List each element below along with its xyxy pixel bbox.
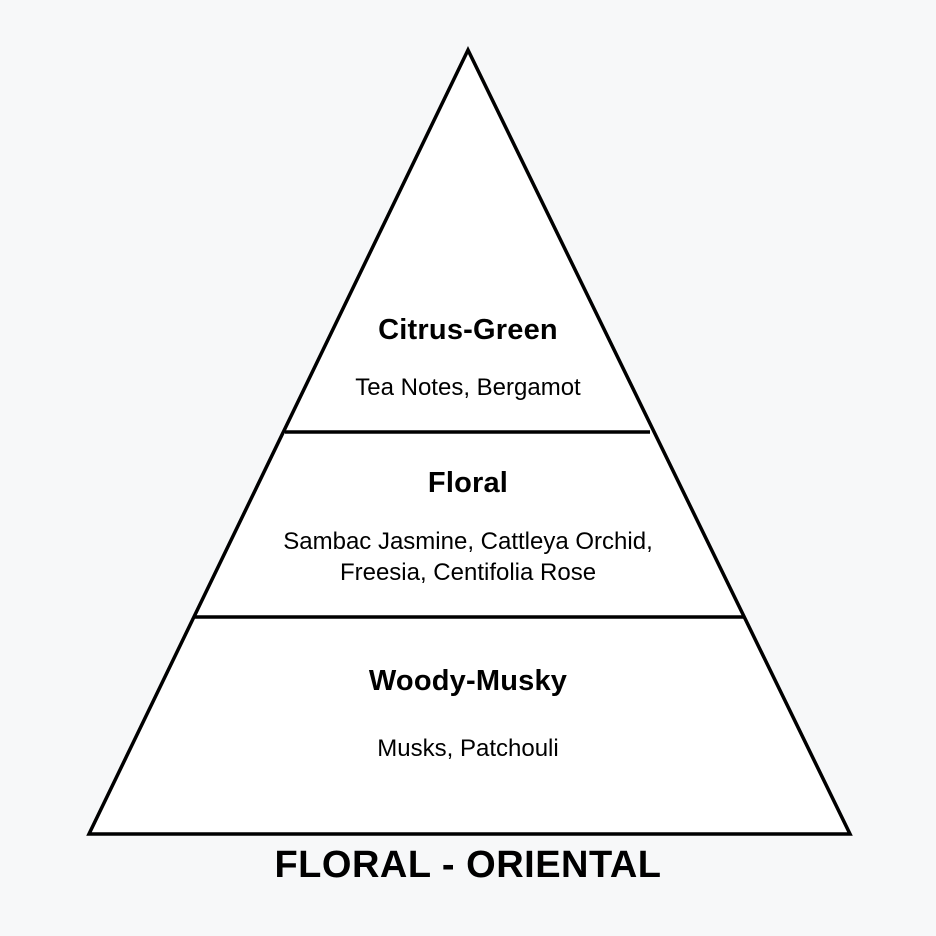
fragrance-family-label: FLORAL - ORIENTAL [274,844,662,886]
pyramid-outline [86,45,853,836]
base-tier-notes: Musks, Patchouli [377,735,559,762]
middle-tier-title: Floral [427,467,509,499]
top-tier-title: Citrus-Green [378,314,558,346]
top-tier-notes: Tea Notes, Bergamot [355,374,581,401]
middle-tier-notes: Sambac Jasmine, Cattleya Orchid, Freesia… [283,528,653,586]
base-tier-title: Woody-Musky [368,665,568,697]
